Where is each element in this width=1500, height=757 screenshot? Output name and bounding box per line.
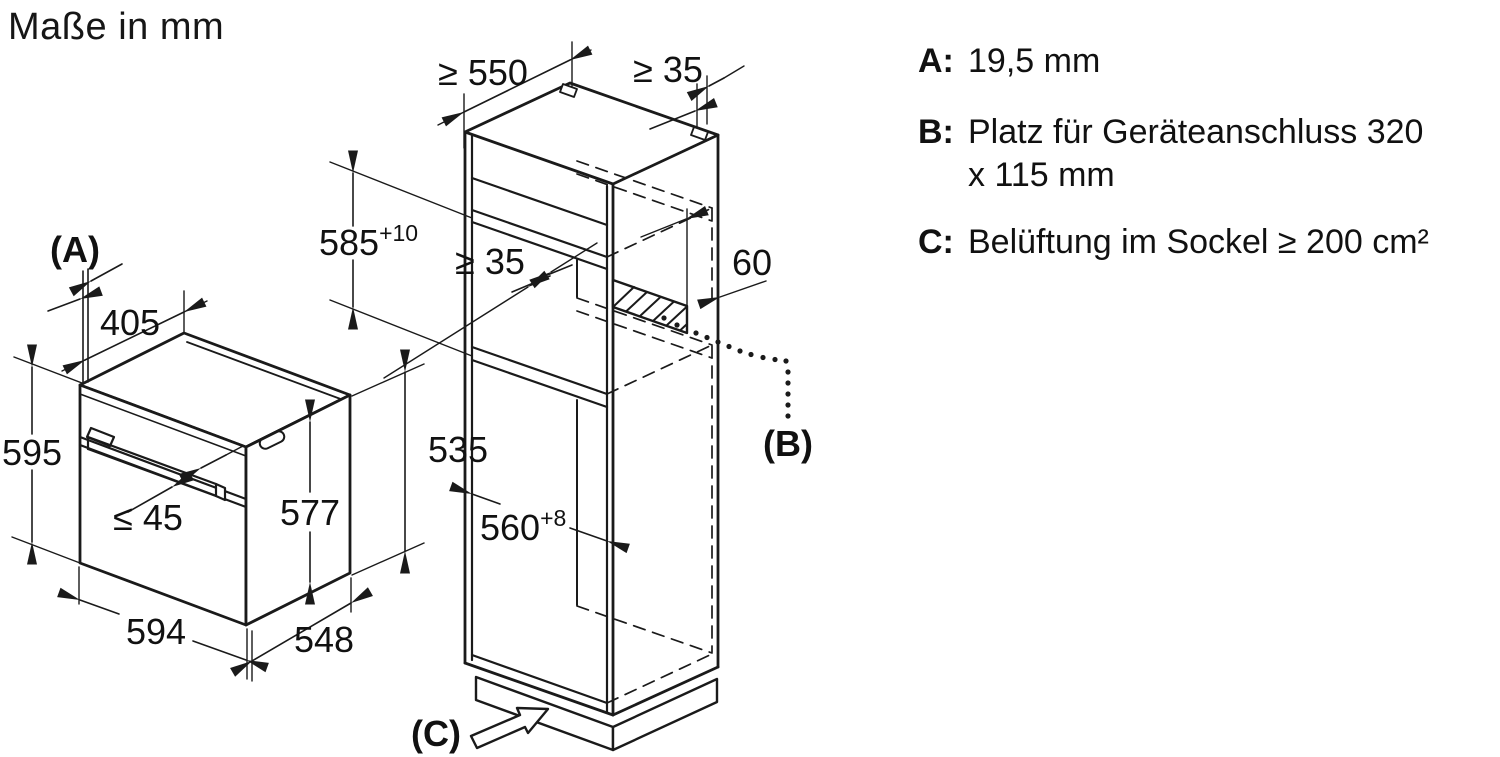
label-45: ≤ 45 [113,497,183,538]
cabinet-shelves [470,176,609,606]
side-grip-hole [258,430,286,450]
page-title: Maße in mm [8,6,225,48]
dim-585-niche-height [329,150,473,357]
connection-area-vent [611,278,689,335]
vent-hatch-lines [612,286,688,332]
cabinet-drawing [329,41,791,752]
label-60: 60 [732,242,772,283]
label-585: 585+10 [319,220,418,263]
dim-535 [351,349,425,576]
label-ref-b: (B) [763,423,813,464]
label-35-top: ≥ 35 [633,49,703,90]
socket-vent-arrow-icon [469,706,550,750]
legend-key-c: C: [918,223,954,262]
legend-key-b: B: [918,112,954,151]
legend-item-c: C: Belüftung im Sockel ≥ 200 cm² [918,221,1488,264]
oven-drawing [11,263,425,682]
cabinet-plinth [474,675,719,752]
label-ref-c: (C) [411,713,461,754]
legend-text-a: 19,5 mm [968,42,1101,80]
wall-spacer-notch-right [690,126,709,141]
legend-text-b: Platz für Geräteanschluss 320 x 115 mm [968,112,1424,194]
label-550: ≥ 550 [438,52,528,93]
dim-35-wall-gap [649,65,745,130]
label-577: 577 [280,492,340,533]
label-594: 594 [126,611,186,652]
dim-405 [61,290,208,375]
label-ref-a: (A) [50,229,100,270]
label-35-inner: ≥ 35 [455,241,525,282]
vent-dots [661,315,680,328]
label-560: 560+8 [480,505,566,548]
label-548: 548 [294,619,354,660]
legend-item-b: B: Platz für Geräteanschluss 320 x 115 m… [918,111,1488,197]
legend-item-a: A: 19,5 mm [918,40,1488,83]
dimension-labels: (A) 405 595 ≤ 45 577 535 594 548 ≥ 550 ≥… [2,49,813,754]
leader-dots-b [693,330,791,419]
legend: A: 19,5 mm B: Platz für Geräteanschluss … [918,40,1488,264]
dim-60 [640,206,767,310]
dim-550 [437,41,593,149]
legend-text-c: Belüftung im Sockel ≥ 200 cm² [968,223,1429,262]
label-405: 405 [100,302,160,343]
cabinet-hidden-edges [576,160,713,704]
dim-45-handle [127,445,244,513]
dim-560-niche-width [449,481,630,554]
label-535: 535 [428,429,488,470]
label-595: 595 [2,432,62,473]
cabinet-carcass [463,81,720,717]
dim-595 [11,344,83,565]
dim-548 [230,577,373,677]
legend-key-a: A: [918,42,954,80]
dim-35-rear-clearance [383,242,598,379]
